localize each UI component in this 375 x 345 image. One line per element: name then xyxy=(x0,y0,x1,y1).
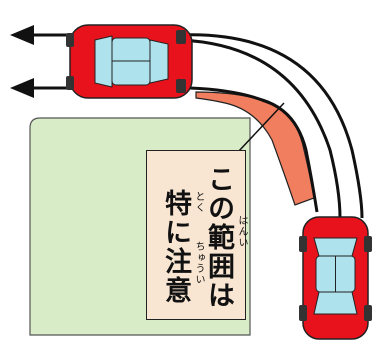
ruby-toku: とく xyxy=(193,191,204,213)
car-top xyxy=(66,24,193,99)
car-right xyxy=(299,216,372,340)
ruby-chuui: ちゅうい xyxy=(193,241,204,285)
caution-note-box: この範囲は はんい 特に注意 とく ちゅうい xyxy=(146,150,247,320)
arrowhead-top xyxy=(10,25,34,45)
callout-pointer xyxy=(237,102,285,153)
caution-line-1: この範囲は xyxy=(203,165,234,310)
trajectory-middle xyxy=(179,38,342,219)
ruby-hanni: はんい xyxy=(236,215,247,248)
trajectory-outer xyxy=(60,33,364,219)
arrowhead-bottom xyxy=(10,78,34,98)
caution-line-2: 特に注意 xyxy=(160,189,191,305)
